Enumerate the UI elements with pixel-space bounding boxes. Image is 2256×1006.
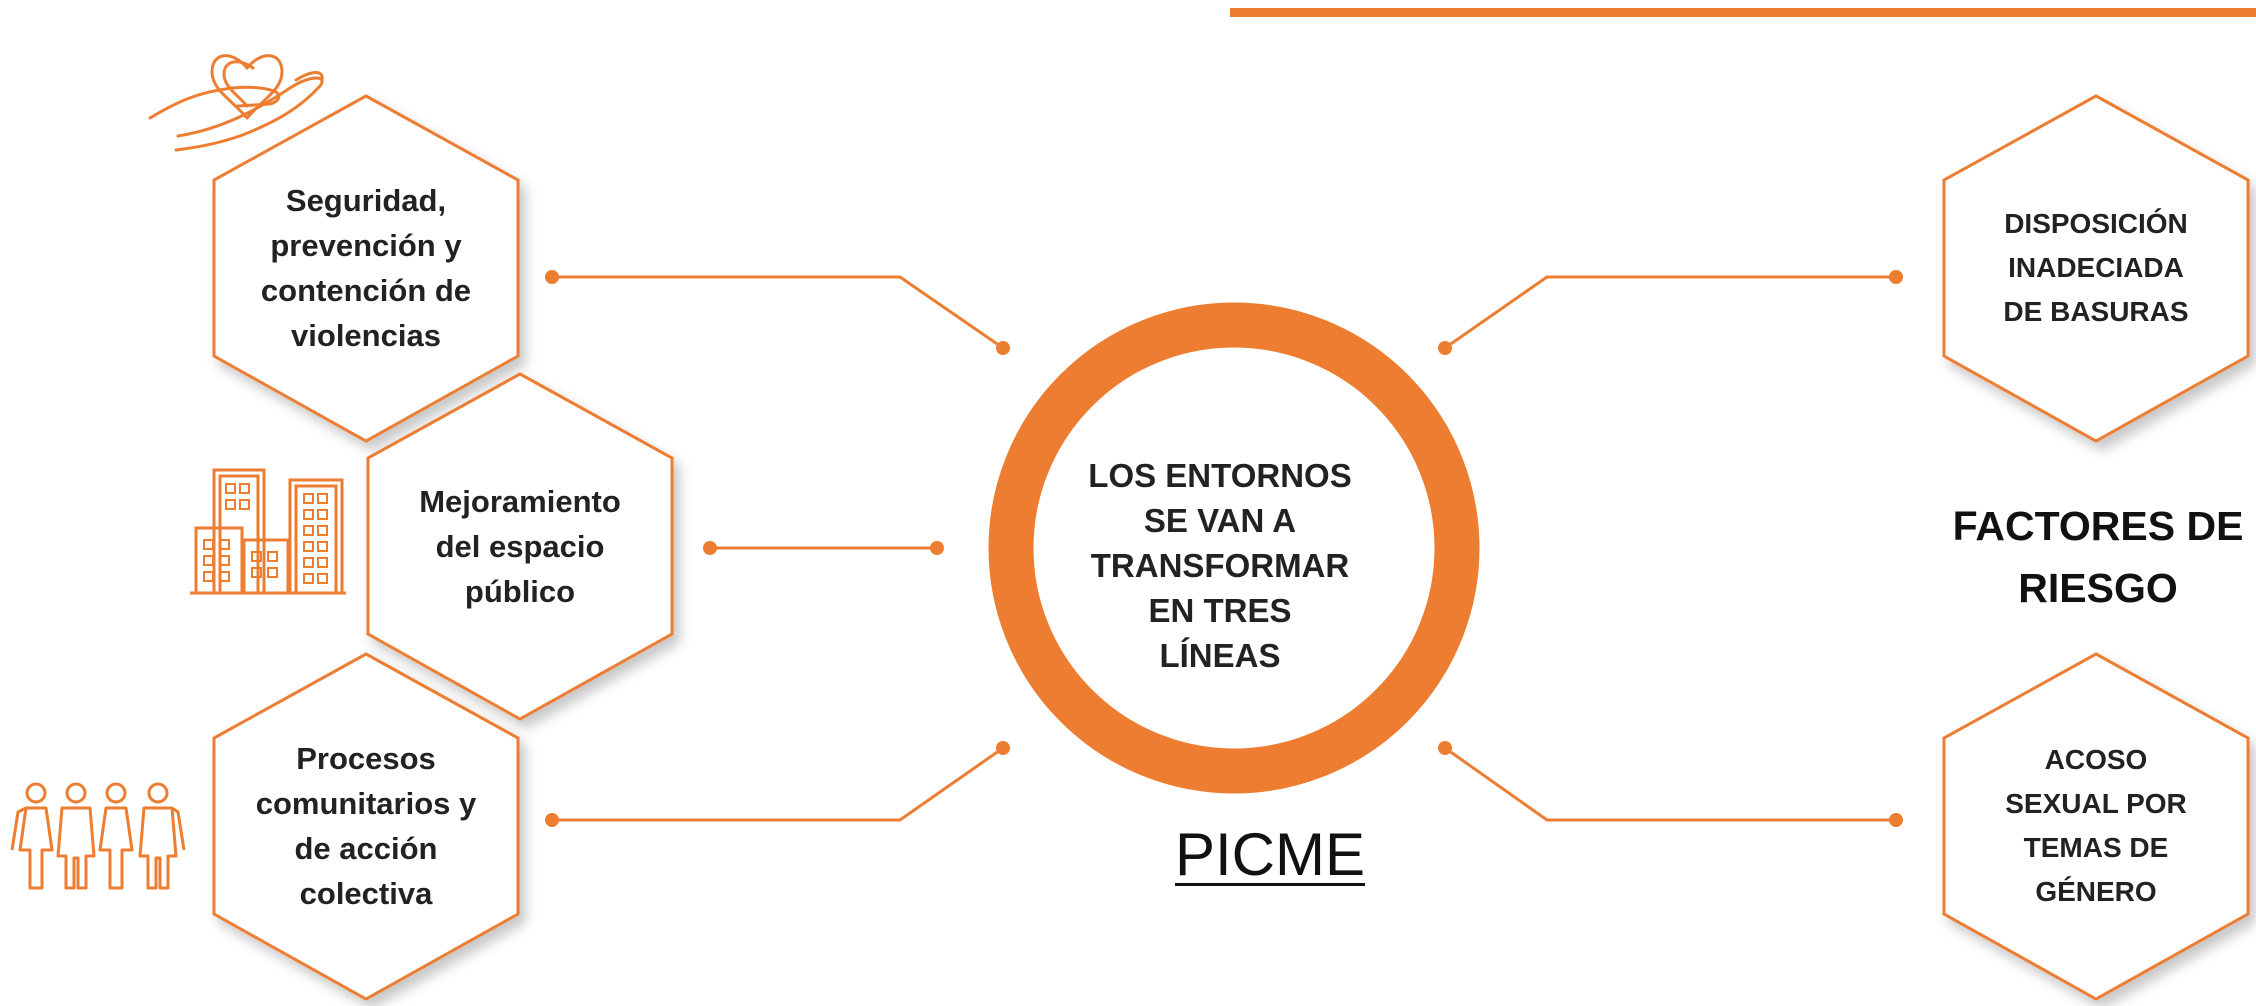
risk-factors-title: FACTORES DE RIESGO	[1952, 503, 2244, 611]
connector-dot	[545, 270, 559, 284]
hexagon-label-acoso: ACOSO SEXUAL POR TEMAS DE GÉNERO	[2005, 744, 2187, 907]
hexagon-label-procesos: Procesos comunitarios y de acción colect…	[255, 741, 477, 911]
hexagon-label-basuras: DISPOSICIÓN INADECIADA DE BASURAS	[2003, 208, 2189, 327]
hexagon-label-seguridad: Seguridad, prevención y contención de vi…	[260, 183, 472, 353]
center-ring	[988, 302, 1480, 794]
connector-dot	[930, 541, 944, 555]
connector-left-bottom	[552, 746, 1004, 822]
hand-heart-icon	[148, 54, 324, 152]
connector-right-bottom	[1444, 746, 1896, 822]
hexagon-label-mejoramiento: Mejoramiento del espacio público	[419, 483, 621, 609]
connector-dot	[1889, 270, 1903, 284]
top-accent-bar	[1230, 8, 2256, 17]
connector-dot	[996, 741, 1010, 755]
connectors	[552, 275, 1896, 822]
connector-dots	[545, 270, 1903, 827]
connector-dot	[545, 813, 559, 827]
connector-right-top	[1444, 275, 1896, 350]
connector-dot	[1438, 741, 1452, 755]
connector-dot	[1889, 813, 1903, 827]
connector-dot	[703, 541, 717, 555]
people-group-icon	[10, 782, 186, 890]
connector-dot	[996, 341, 1010, 355]
buildings-icon	[190, 468, 346, 595]
connector-left-top	[552, 275, 1004, 350]
hexagon-mejoramiento	[366, 372, 674, 721]
center-label: LOS ENTORNOS SE VAN A TRANSFORMAR EN TRE…	[1088, 456, 1352, 674]
hexagon-acoso	[1942, 652, 2250, 1001]
picme-title: PICME	[1174, 821, 1366, 888]
hexagon-procesos	[212, 652, 520, 1001]
connector-dot	[1438, 341, 1452, 355]
hexagon-basuras	[1942, 94, 2250, 443]
hexagon-seguridad	[212, 94, 520, 443]
